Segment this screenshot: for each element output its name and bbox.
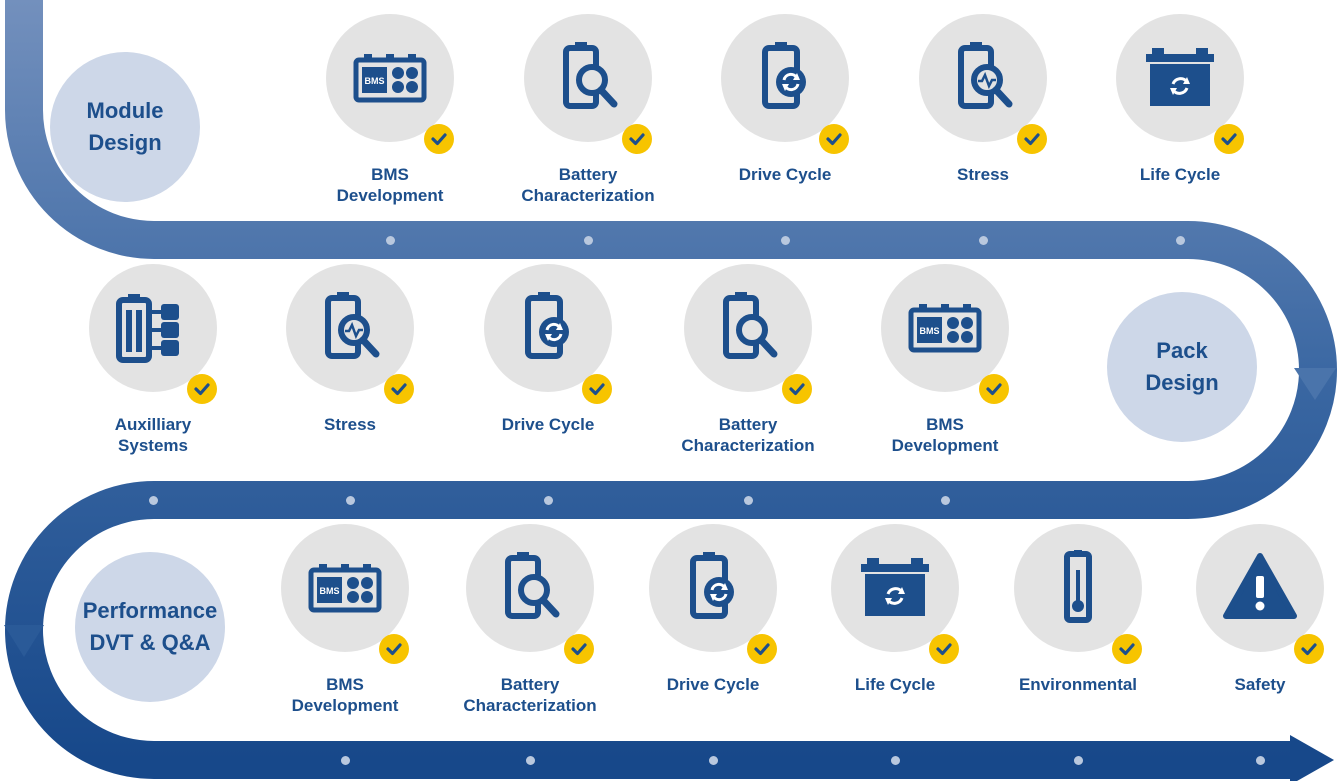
- step-label: BMS Development: [291, 675, 399, 715]
- step-label: Battery Characterization: [681, 415, 815, 455]
- serpentine-path-band: [4, 0, 1338, 779]
- step-label: Stress: [324, 415, 376, 434]
- warning-icon: [1220, 548, 1300, 628]
- path-marker-dot: [543, 495, 553, 505]
- checkmark-icon: [622, 124, 652, 154]
- checkmark-icon: [187, 374, 217, 404]
- step-label: Environmental: [1018, 675, 1138, 694]
- step-icon-circle: [1196, 524, 1324, 652]
- step-icon-circle: [1014, 524, 1142, 652]
- checkmark-icon: [564, 634, 594, 664]
- step-icon-circle: [649, 524, 777, 652]
- step-label: BMS Development: [891, 415, 999, 455]
- path-marker-dot: [148, 495, 158, 505]
- arrow-head-right: [1290, 735, 1334, 781]
- checkmark-icon: [379, 634, 409, 664]
- checkmark-icon: [1112, 634, 1142, 664]
- battery-cycle-icon: [508, 288, 588, 368]
- bms-battery-icon: BMS: [905, 288, 985, 368]
- step-icon-circle: BMS: [881, 264, 1009, 392]
- step-icon-circle: BMS: [326, 14, 454, 142]
- step-icon-circle: [1116, 14, 1244, 142]
- thermometer-icon: [1038, 548, 1118, 628]
- bms-battery-icon: BMS: [305, 548, 385, 628]
- step-icon-circle: [684, 264, 812, 392]
- checkmark-icon: [384, 374, 414, 404]
- checkmark-icon: [819, 124, 849, 154]
- checkmark-icon: [979, 374, 1009, 404]
- path-marker-dot: [940, 495, 950, 505]
- step-icon-circle: [89, 264, 217, 392]
- svg-text:BMS: BMS: [320, 586, 340, 596]
- path-marker-dot: [345, 495, 355, 505]
- path-marker-dot: [1255, 755, 1265, 765]
- step-icon-circle: [919, 14, 1047, 142]
- step-icon-circle: [466, 524, 594, 652]
- svg-text:BMS: BMS: [920, 326, 940, 336]
- phase-pack-design: Pack Design: [1107, 292, 1257, 442]
- checkmark-icon: [424, 124, 454, 154]
- battery-magnifier-icon: [548, 38, 628, 118]
- checkmark-icon: [747, 634, 777, 664]
- checkmark-icon: [782, 374, 812, 404]
- battery-cycle-icon: [745, 38, 825, 118]
- path-marker-dot: [340, 755, 350, 765]
- step-label: Battery Characterization: [463, 675, 597, 715]
- battery-magnifier-icon: [708, 288, 788, 368]
- path-marker-dot: [978, 235, 988, 245]
- path-marker-dot: [385, 235, 395, 245]
- step-label: Stress: [957, 165, 1009, 184]
- step-label: BMS Development: [336, 165, 444, 205]
- battery-stress-icon: [943, 38, 1023, 118]
- step-label: Drive Cycle: [501, 415, 595, 434]
- arrow-head-down-right: [1294, 368, 1336, 400]
- battery-cycle-icon: [673, 548, 753, 628]
- path-marker-dot: [1175, 235, 1185, 245]
- checkmark-icon: [929, 634, 959, 664]
- step-icon-circle: [286, 264, 414, 392]
- path-marker-dot: [525, 755, 535, 765]
- step-label: Drive Cycle: [666, 675, 760, 694]
- checkmark-icon: [582, 374, 612, 404]
- phase-performance-dvt-qa: Performance DVT & Q&A: [75, 552, 225, 702]
- auxiliary-systems-icon: [113, 288, 193, 368]
- step-label: Life Cycle: [1139, 165, 1221, 184]
- phase-module-design: Module Design: [50, 52, 200, 202]
- path-marker-dot: [708, 755, 718, 765]
- step-icon-circle: [524, 14, 652, 142]
- step-icon-circle: [831, 524, 959, 652]
- path-marker-dot: [890, 755, 900, 765]
- path-marker-dot: [1073, 755, 1083, 765]
- step-label: Safety: [1234, 675, 1286, 694]
- step-label: Drive Cycle: [738, 165, 832, 184]
- bms-battery-icon: BMS: [350, 38, 430, 118]
- step-label: Life Cycle: [854, 675, 936, 694]
- step-label: Auxilliary Systems: [114, 415, 192, 455]
- path-marker-dot: [780, 235, 790, 245]
- path-marker-dot: [743, 495, 753, 505]
- path-marker-dot: [583, 235, 593, 245]
- step-icon-circle: [721, 14, 849, 142]
- svg-text:BMS: BMS: [365, 76, 385, 86]
- step-label: Battery Characterization: [521, 165, 655, 205]
- step-icon-circle: BMS: [281, 524, 409, 652]
- checkmark-icon: [1214, 124, 1244, 154]
- step-icon-circle: [484, 264, 612, 392]
- arrow-head-down-left: [4, 625, 44, 657]
- battery-magnifier-icon: [490, 548, 570, 628]
- car-battery-cycle-icon: [855, 548, 935, 628]
- checkmark-icon: [1017, 124, 1047, 154]
- car-battery-cycle-icon: [1140, 38, 1220, 118]
- battery-stress-icon: [310, 288, 390, 368]
- checkmark-icon: [1294, 634, 1324, 664]
